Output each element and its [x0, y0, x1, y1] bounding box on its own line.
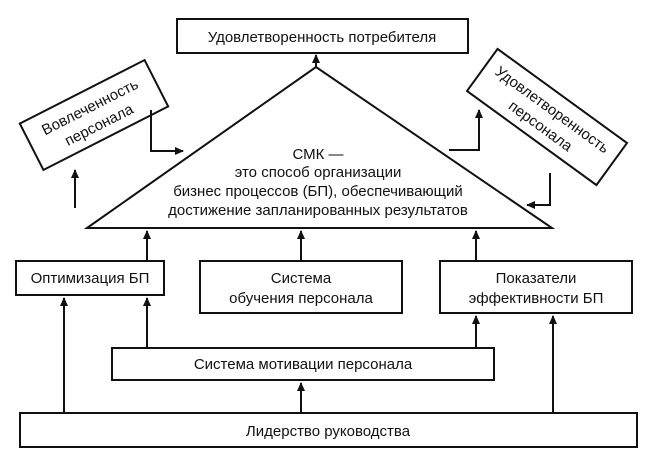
bp-optimization-label: Оптимизация БП — [31, 270, 150, 287]
staff-training-node: Система обучения персонала — [199, 260, 403, 314]
bp-kpi-line-2: эффективности БП — [469, 290, 604, 307]
leadership-node: Лидерство руководства — [19, 412, 638, 448]
leadership-label: Лидерство руководства — [246, 423, 411, 440]
personnel-involvement-node: Вовлеченность персонала — [18, 58, 170, 172]
staff-training-line-1: Система — [271, 270, 332, 287]
qms-line-2: бизнес процессов (БП), обеспечивающий — [173, 183, 463, 200]
staff-training-line-2: обучения персонала — [229, 290, 373, 307]
qms-triangle-node: СМК — это способ организации бизнес проц… — [83, 65, 556, 229]
bp-kpi-node: Показатели эффективности БП — [439, 260, 633, 314]
qms-line-3: достижение запланированных результатов — [168, 202, 468, 219]
staff-motivation-label: Система мотивации персонала — [194, 356, 413, 373]
bp-kpi-line-1: Показатели — [496, 270, 577, 287]
customer-satisfaction-label: Удовлетворенность потребителя — [208, 29, 437, 46]
customer-satisfaction-node: Удовлетворенность потребителя — [176, 18, 469, 54]
arrow-qms-to-staff-satisfaction — [449, 109, 483, 151]
arrow-involvement-to-qms — [150, 110, 184, 155]
connectors — [60, 54, 557, 413]
bp-optimization-node: Оптимизация БП — [15, 260, 165, 296]
qms-title: СМК — — [292, 146, 343, 163]
staff-satisfaction-node: Удовлетворенность персонала — [465, 47, 629, 187]
arrow-staff-satisfaction-to-qms — [526, 173, 551, 209]
qms-line-1: это способ организации — [235, 164, 402, 181]
staff-motivation-node: Система мотивации персонала — [111, 347, 495, 381]
